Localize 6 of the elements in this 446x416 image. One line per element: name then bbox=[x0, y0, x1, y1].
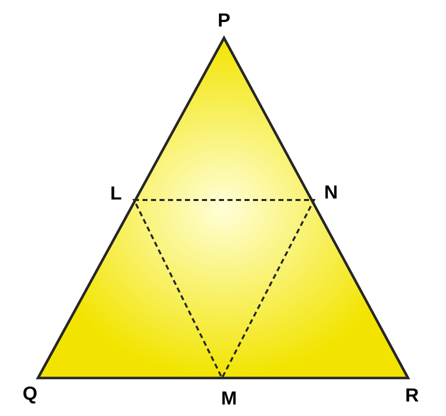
vertex-label: L bbox=[111, 186, 122, 200]
vertex-label: P bbox=[218, 13, 230, 27]
vertex-label: R bbox=[406, 388, 418, 402]
vertex-label: N bbox=[325, 185, 337, 199]
vertex-label: M bbox=[222, 391, 236, 405]
vertex-label: Q bbox=[23, 386, 37, 404]
